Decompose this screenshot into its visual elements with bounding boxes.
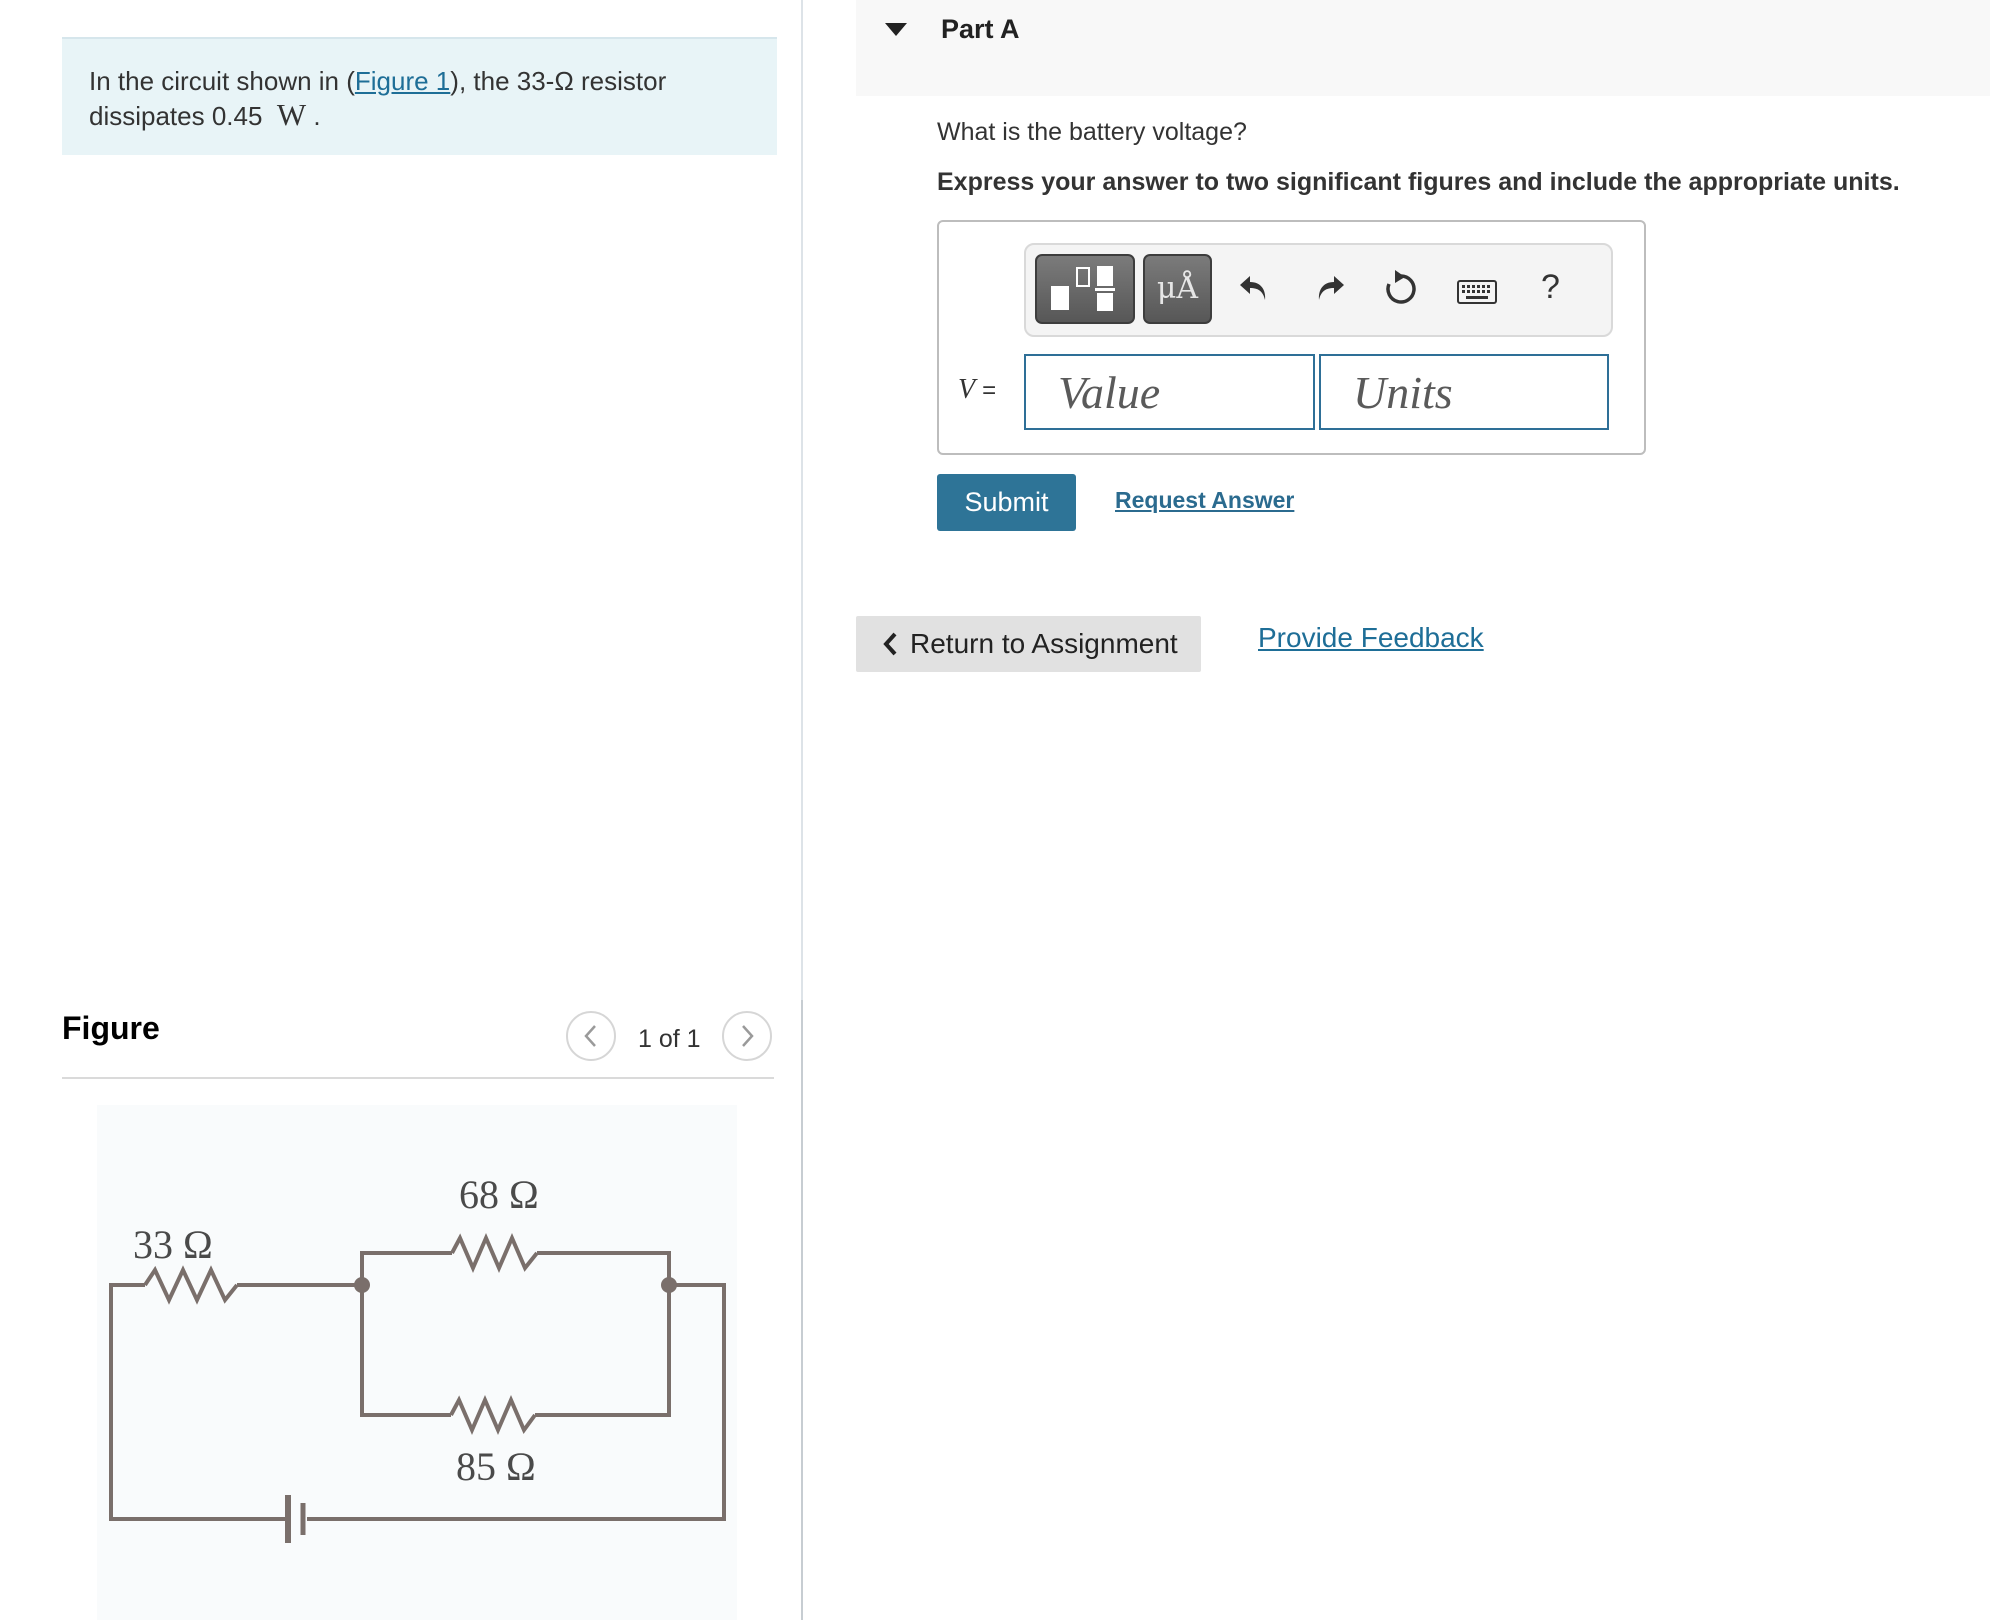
circuit-diagram: 33 Ω 68 Ω 85 Ω [109,1172,726,1543]
reset-icon[interactable] [1383,270,1419,308]
figure-prev-button[interactable] [566,1011,616,1061]
problem-text-power: dissipates 0.45 [89,101,263,131]
resistor-85 [449,1394,537,1436]
undo-icon[interactable] [1236,270,1272,306]
templates-button[interactable] [1035,254,1135,324]
junction-node-right [661,1277,677,1293]
chevron-left-icon [883,632,897,656]
resistor-68-label: 68 Ω [459,1172,539,1217]
value-input[interactable] [1024,354,1315,430]
figure-link[interactable]: Figure 1 [354,66,451,96]
wire-left-top [109,1283,145,1333]
problem-text-period: . [313,101,321,131]
figure-divider [62,1077,774,1079]
return-to-assignment-button[interactable]: Return to Assignment [856,616,1201,672]
junction-node-left [354,1277,370,1293]
wire-bottom-branch-left [360,1285,451,1417]
part-header [856,0,1990,96]
figure-heading: Figure [62,1010,160,1046]
figure-counter: 1 of 1 [638,1025,701,1053]
wire-bottom-branch-right [535,1285,671,1417]
resistor-33-label: 33 Ω [133,1222,213,1267]
chevron-right-icon [742,1025,754,1047]
wire-right-side [307,1283,726,1521]
request-answer-link[interactable]: Request Answer [1115,487,1295,513]
circuit-figure: 33 Ω 68 Ω 85 Ω [97,1105,737,1620]
help-button[interactable]: ? [1541,268,1560,306]
resistor-85-label: 85 Ω [456,1444,536,1489]
keyboard-icon[interactable] [1457,280,1497,304]
units-input[interactable] [1319,354,1609,430]
chevron-left-icon [584,1025,596,1047]
submit-button[interactable]: Submit [937,474,1076,531]
wire-top-branch-right [537,1251,671,1285]
answer-variable-label: V = [958,374,996,406]
resistor-68 [450,1232,539,1274]
column-divider-scroll [801,1000,803,1620]
variable-symbol: V [958,374,976,405]
templates-icon [1051,266,1115,311]
equals-sign: = [982,377,997,404]
redo-icon[interactable] [1312,270,1348,306]
column-divider [801,0,803,1620]
units-button[interactable]: μÅ [1143,254,1212,324]
return-label: Return to Assignment [910,628,1178,659]
part-title[interactable]: Part A [941,14,1020,44]
figure-next-button[interactable] [722,1011,772,1061]
provide-feedback-link[interactable]: Provide Feedback [1258,622,1484,653]
wire-left-side [109,1333,286,1521]
problem-text-resistor: ), the 33-Ω resistor [450,66,667,96]
triangle-down-icon[interactable] [884,21,908,37]
problem-statement: In the circuit shown in (Figure 1), the … [62,37,777,155]
instruction-text: Express your answer to two significant f… [937,168,1900,196]
wire-top-branch-left [360,1251,452,1285]
power-unit: W [276,97,307,132]
question-text: What is the battery voltage? [937,118,1247,146]
resistor-33 [143,1265,239,1305]
problem-text-start: In the circuit shown in ( [89,66,355,96]
